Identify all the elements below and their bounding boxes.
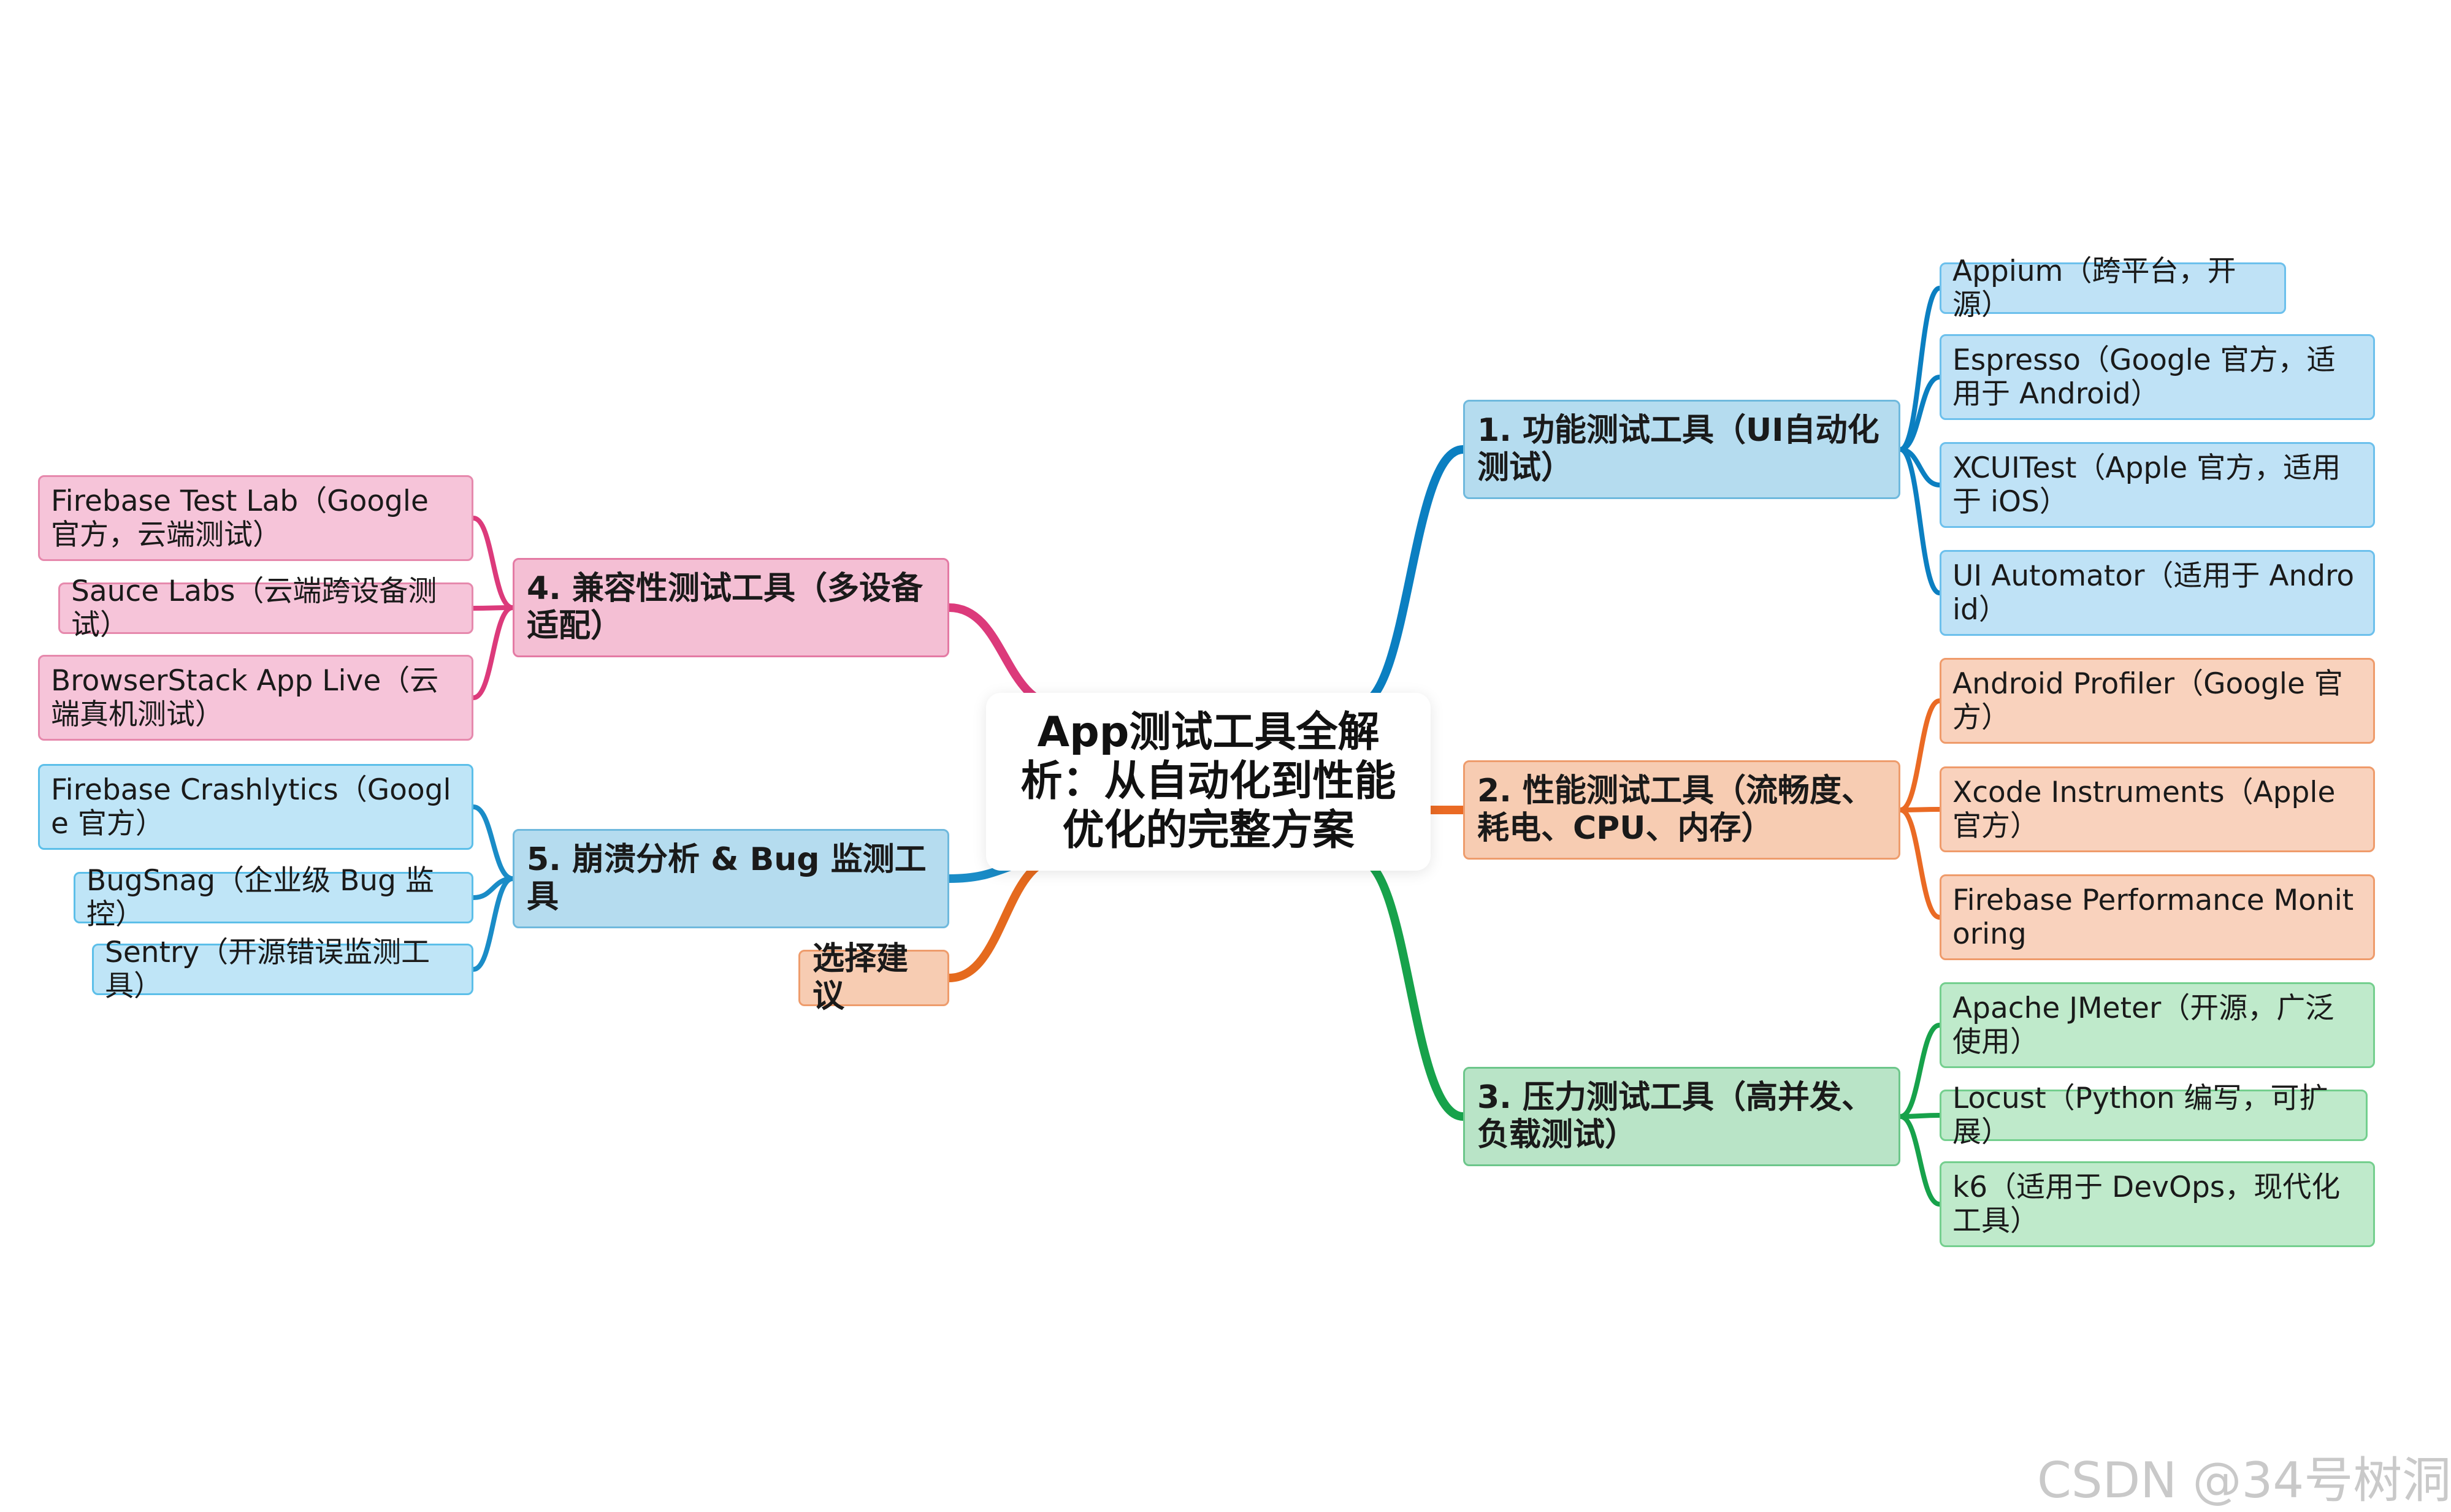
- leaf-connector-4-1: [471, 516, 515, 610]
- leaf-connector-5-1: [471, 804, 515, 881]
- leaf-connector-4-3: [471, 605, 515, 700]
- branch-compatibility-testing[interactable]: 4. 兼容性测试工具（多设备适配）: [513, 558, 949, 657]
- leaf-sentry[interactable]: Sentry（开源错误监测工具）: [92, 936, 473, 1003]
- leaf-connector-1-4: [1898, 447, 1942, 595]
- root-connector-3: [1353, 854, 1467, 1121]
- root-connector-1: [1353, 445, 1467, 709]
- branch-selection-advice[interactable]: 选择建议: [798, 941, 949, 1015]
- branch-performance-testing[interactable]: 2. 性能测试工具（流畅度、耗电、CPU、内存）: [1463, 760, 1900, 860]
- branch-crash-analysis[interactable]: 5. 崩溃分析 & Bug 监测工具: [513, 829, 949, 928]
- leaf-k6[interactable]: k6（适用于 DevOps，现代化工具）: [1940, 1161, 2375, 1247]
- watermark: CSDN @34号树洞: [2037, 1452, 2451, 1509]
- leaf-firebase-crashlytics[interactable]: Firebase Crashlytics（Google 官方）: [38, 764, 473, 850]
- branch-functional-testing[interactable]: 1. 功能测试工具（UI自动化测试）: [1463, 400, 1900, 499]
- branch-stress-testing[interactable]: 3. 压力测试工具（高并发、负载测试）: [1463, 1067, 1900, 1166]
- leaf-xcode-instruments[interactable]: Xcode Instruments（Apple 官方）: [1940, 766, 2375, 852]
- leaf-connector-3-3: [1898, 1114, 1942, 1207]
- leaf-xcuitest[interactable]: XCUITest（Apple 官方，适用于 iOS）: [1940, 442, 2375, 528]
- leaf-connector-5-3: [471, 876, 515, 972]
- leaf-connector-1-2: [1898, 375, 1942, 452]
- leaf-espresso[interactable]: Espresso（Google 官方，适用于 Android）: [1940, 334, 2375, 420]
- leaf-ui-automator[interactable]: UI Automator（适用于 Android）: [1940, 550, 2375, 636]
- root-topic[interactable]: App测试工具全解析：从自动化到性能优化的完整方案: [986, 693, 1431, 871]
- leaf-bugsnag[interactable]: BugSnag（企业级 Bug 监控）: [74, 864, 473, 931]
- leaf-connector-2-2: [1898, 807, 1942, 812]
- leaf-firebase-test-lab[interactable]: Firebase Test Lab（Google 官方，云端测试）: [38, 475, 473, 561]
- leaf-locust[interactable]: Locust（Python 编写，可扩展）: [1940, 1082, 2368, 1149]
- root-connector-4: [945, 603, 1064, 709]
- leaf-firebase-performance[interactable]: Firebase Performance Monitoring: [1940, 874, 2375, 960]
- leaf-appium[interactable]: Appium（跨平台，开源）: [1940, 254, 2286, 322]
- leaf-connector-2-3: [1898, 808, 1942, 920]
- leaf-connector-3-1: [1898, 1023, 1942, 1119]
- leaf-connector-1-1: [1898, 286, 1942, 452]
- leaf-connector-2-1: [1898, 698, 1942, 812]
- leaf-apache-jmeter[interactable]: Apache JMeter（开源，广泛使用）: [1940, 982, 2375, 1068]
- leaf-android-profiler[interactable]: Android Profiler（Google 官方）: [1940, 658, 2375, 744]
- leaf-sauce-labs[interactable]: Sauce Labs（云端跨设备测试）: [58, 575, 473, 642]
- leaf-browserstack[interactable]: BrowserStack App Live（云端真机测试）: [38, 655, 473, 741]
